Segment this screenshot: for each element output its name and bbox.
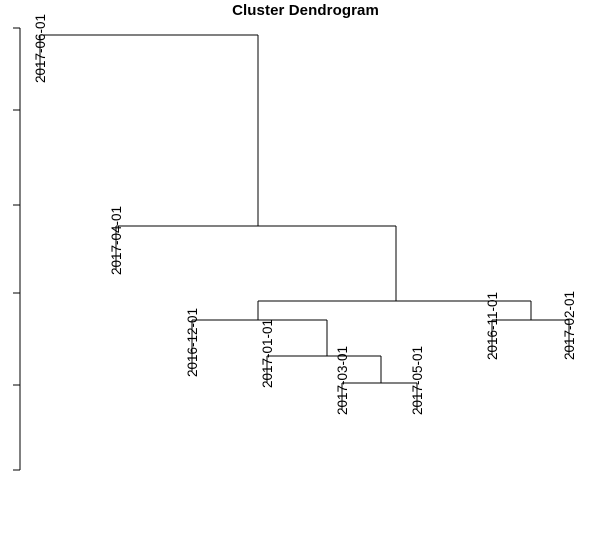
- leaf-label-2016-11-01: 2016-11-01: [485, 292, 500, 360]
- dendrogram-leaf-labels: 2017-06-01 2017-04-01 2016-12-01 2017-01-01…: [33, 14, 577, 415]
- leaf-label-2016-12-01: 2016-12-01: [185, 308, 200, 377]
- leaf-label-2017-05-01: 2017-05-01: [410, 346, 425, 415]
- dendrogram-links: [39, 34, 570, 410]
- leaf-label-2017-04-01: 2017-04-01: [109, 206, 124, 275]
- y-axis: [13, 27, 21, 471]
- leaf-label-2017-03-01: 2017-03-01: [335, 346, 350, 415]
- leaf-label-2017-06-01: 2017-06-01: [33, 14, 48, 83]
- leaf-label-2017-01-01: 2017-01-01: [260, 319, 275, 388]
- leaf-label-2017-02-01: 2017-02-01: [562, 291, 577, 360]
- page-title: Cluster Dendrogram: [232, 2, 379, 19]
